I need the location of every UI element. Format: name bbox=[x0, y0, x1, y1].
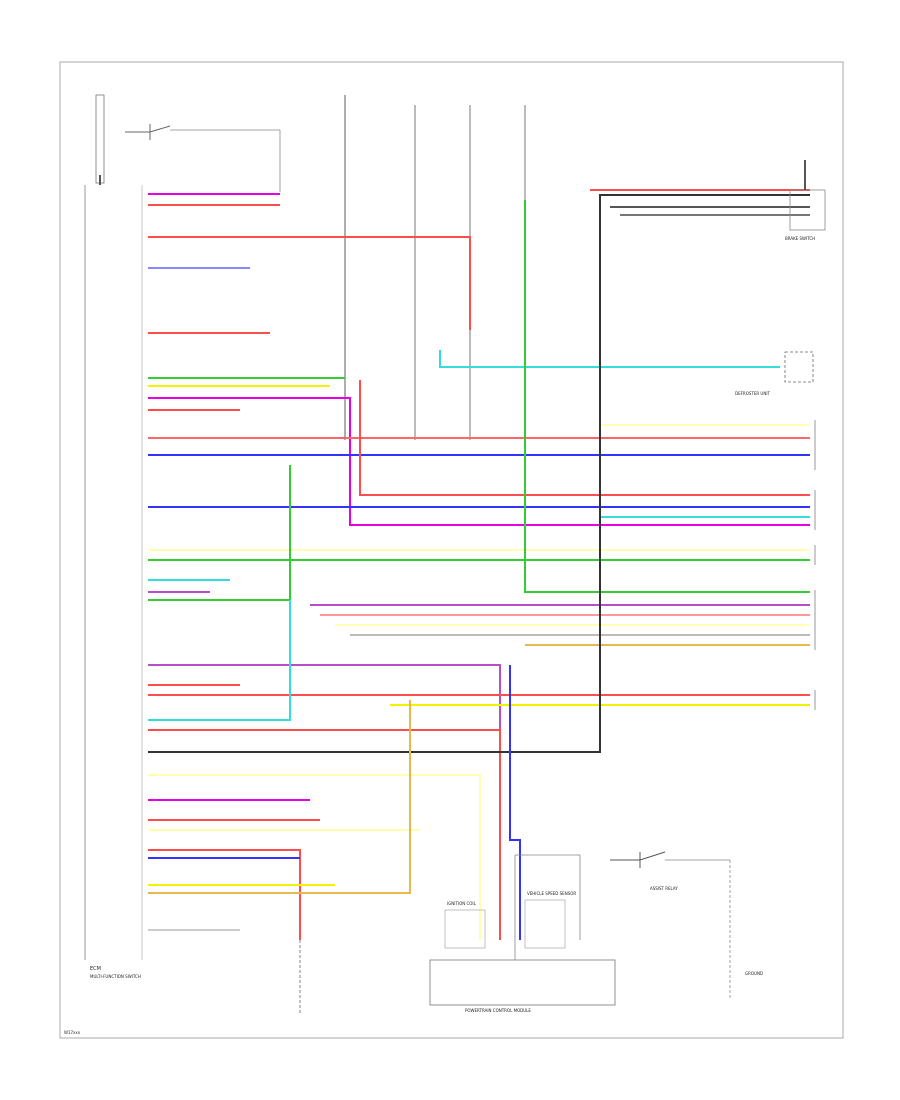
wire-red-5 bbox=[359, 380, 810, 496]
wire-green-3 bbox=[524, 200, 810, 593]
wire-blue-3 bbox=[509, 665, 521, 940]
assist-relay-label: ASSIST RELAY bbox=[650, 886, 678, 891]
powertrain-block-label: POWERTRAIN CONTROL MODULE bbox=[465, 1008, 531, 1013]
wire-orange-2 bbox=[148, 700, 411, 894]
wire-red-10 bbox=[148, 849, 301, 940]
main-module-label: ECM bbox=[90, 966, 101, 972]
top-left-switch bbox=[125, 124, 281, 192]
wire-cyan-1 bbox=[439, 350, 780, 368]
top-right-sensor-label: BRAKE SWITCH bbox=[785, 236, 815, 241]
footer-code: W17xxx bbox=[64, 1030, 81, 1035]
wire-dark-1 bbox=[148, 194, 810, 753]
ground-icon-top-left bbox=[95, 94, 105, 185]
top-vertical-wires bbox=[344, 95, 526, 440]
wire-cyan-4 bbox=[148, 600, 291, 721]
top-right-sensor bbox=[789, 160, 826, 231]
ground-label-bottom-right: GROUND bbox=[745, 971, 763, 976]
vehicle-speed-sensor-label: VEHICLE SPEED SENSOR bbox=[527, 891, 576, 896]
assist-relay bbox=[610, 851, 731, 1000]
ignition-coil-label: IGNITION COIL bbox=[447, 901, 477, 906]
diagram-frame bbox=[59, 61, 844, 1039]
wire-red-2 bbox=[148, 236, 471, 330]
powertrain-block bbox=[429, 854, 616, 1006]
defroster-unit bbox=[784, 351, 814, 383]
wire-bundle bbox=[148, 189, 810, 940]
wire-magenta-2 bbox=[148, 397, 810, 526]
ecm-connector bbox=[84, 185, 143, 960]
wire-red-8 bbox=[148, 729, 501, 940]
wire-purple-2 bbox=[148, 664, 501, 770]
lower-left-module-label: MULTI-FUNCTION SWITCH bbox=[90, 974, 141, 979]
defroster-unit-label: DEFROSTER UNIT bbox=[735, 391, 770, 396]
wire-yellow-5 bbox=[148, 774, 481, 940]
